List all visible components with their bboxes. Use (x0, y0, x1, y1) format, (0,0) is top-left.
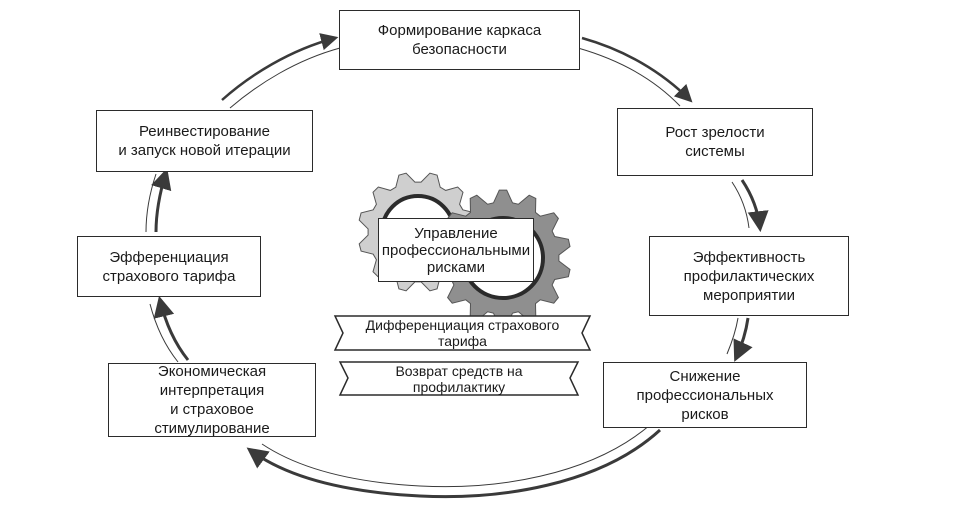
arrow-effectiveness-to-reduction (733, 317, 753, 362)
arrow-efferentiation-to-reinvest (151, 167, 172, 233)
stage-economic-line2: интерпретация (159, 382, 265, 399)
stage-maturity-box: Рост зрелости системы (617, 108, 813, 176)
stage-maturity-line1: Рост зрелости (665, 124, 765, 141)
center-title-line2: профессиональными (381, 241, 531, 259)
center-title-box: Управление профессиональными рисками (378, 218, 534, 282)
stage-risk-reduction-line1: Снижение (669, 367, 741, 385)
arrow-maturity-to-effectiveness (740, 179, 769, 233)
stage-risk-reduction-line2: профессиональных рисков (636, 386, 774, 423)
ribbon-1-label: Дифференциация страхового тарифа (365, 317, 560, 349)
stage-formation-line1: Формирование каркаса (377, 22, 542, 39)
center-title-line3: рисками (426, 258, 486, 276)
center-title-line1: Управление (414, 224, 498, 242)
arrow-economic-to-efferentiation (153, 295, 190, 361)
stage-reinvestment-box: Реинвестирование и запуск новой итерации (96, 110, 313, 172)
stage-reinvestment-line2: и запуск новой итерации (118, 142, 291, 159)
stage-maturity-line2: системы (685, 143, 745, 160)
stage-effectiveness-box: Эффективность профилактических мероприят… (649, 236, 849, 316)
ribbon-2-shape (338, 361, 580, 396)
stage-reinvestment-line1: Реинвестирование (138, 123, 271, 140)
arrow-reinvest-to-formation (221, 33, 339, 101)
arrow-formation-to-maturity (581, 36, 693, 103)
ribbons (333, 315, 592, 396)
stage-effectiveness-line2: профилактических (683, 267, 815, 285)
stage-efferentiation-line2: страхового тарифа (102, 267, 236, 285)
stage-economic-line3: и страховое стимулирование (154, 401, 270, 437)
stage-risk-reduction-box: Снижение профессиональных рисков (603, 362, 807, 428)
stage-efferentiation-box: Эфференциация страхового тарифа (77, 236, 261, 297)
stage-formation-line2: безопасности (412, 41, 507, 58)
stage-economic-line1: Экономическая (157, 363, 267, 380)
stage-effectiveness-line1: Эффективность (692, 248, 806, 266)
stage-effectiveness-line3: мероприятии (703, 286, 795, 304)
arrow-reduction-to-economic (246, 428, 662, 499)
stage-efferentiation-line1: Эфференциация (109, 248, 229, 266)
stage-economic-box: Экономическая интерпретация и страховое … (108, 363, 316, 437)
ribbon-2-label: Возврат средств на профилактику (395, 362, 523, 395)
cycle-arrows (145, 33, 769, 499)
ribbon-1-shape (333, 315, 592, 351)
stage-formation-box: Формирование каркаса безопасности (339, 10, 580, 70)
